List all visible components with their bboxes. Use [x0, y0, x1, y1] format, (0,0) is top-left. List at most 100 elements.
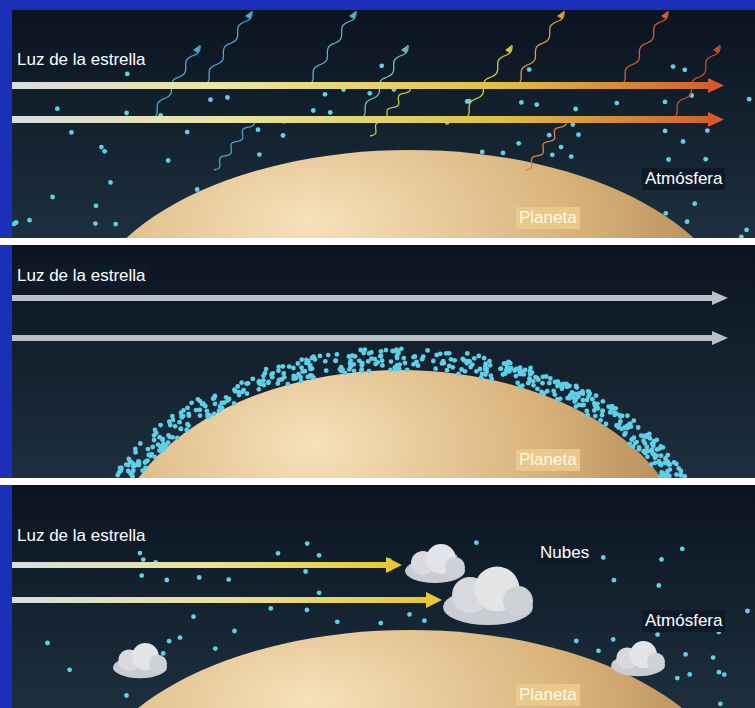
atmosphere-particle [504, 361, 509, 366]
atmosphere-particle [722, 672, 727, 677]
atmosphere-particle [146, 453, 151, 458]
atmosphere-particle [744, 228, 749, 233]
atmosphere-particle [189, 400, 194, 405]
atmosphere-particle [358, 348, 363, 353]
atmosphere-particle [614, 411, 619, 416]
atmosphere-particle [512, 368, 517, 373]
atmosphere-particle [152, 438, 157, 443]
atmosphere-particle [612, 578, 617, 583]
atmosphere-particle [585, 413, 590, 418]
atmosphere-particle [291, 366, 296, 371]
atmosphere-particle [244, 381, 249, 386]
atmosphere-particle [217, 408, 222, 413]
atmosphere-particle [480, 150, 485, 155]
atmosphere-particle [682, 67, 687, 72]
atmosphere-particle [555, 384, 560, 389]
atmosphere-particle [584, 409, 589, 414]
atmosphere-particle [519, 100, 524, 105]
atmosphere-particle [318, 354, 323, 359]
scattered-light-wave [370, 86, 410, 136]
atmosphere-particle [683, 652, 688, 657]
atmosphere-particle [623, 431, 628, 436]
atmosphere-particle [568, 393, 573, 398]
atmosphere-particle [137, 460, 142, 465]
atmosphere-particle [592, 401, 597, 406]
atmosphere-particle [528, 365, 533, 370]
atmosphere-particle [668, 467, 673, 472]
atmosphere-particle [587, 391, 592, 396]
atmosphere-particle [378, 354, 383, 359]
atmosphere-particle [213, 401, 218, 406]
atmosphere-particle [617, 422, 622, 427]
atmosphere-particle [212, 411, 217, 416]
atmosphere-particle [27, 218, 32, 223]
atmosphere-particle [177, 420, 182, 425]
atmosphere-particle [516, 141, 521, 146]
atmosphere-particle [542, 391, 547, 396]
atmosphere-particle [138, 551, 143, 556]
atmosphere-particle [678, 473, 683, 478]
atmosphere-particle [264, 367, 269, 372]
atmosphere-particle [305, 608, 310, 613]
atmosphere-particle [291, 376, 296, 381]
atmosphere-particle [653, 455, 658, 460]
atmosphere-particle [551, 389, 556, 394]
atmosphere-particle [303, 569, 308, 574]
atmosphere-particle [514, 374, 519, 379]
atmosphere-particle [499, 366, 504, 371]
atmosphere-particle [687, 672, 692, 677]
planet-label: Planeta [516, 684, 580, 706]
atmosphere-particle [541, 374, 546, 379]
atmosphere-particle [655, 632, 660, 637]
atmosphere-particle [465, 351, 470, 356]
atmosphere-particle [655, 447, 660, 452]
atmosphere-particle [680, 547, 685, 552]
atmosphere-particle [379, 354, 384, 359]
atmosphere-particle [359, 367, 364, 372]
atmosphere-particle [636, 425, 641, 430]
atmosphere-particle [682, 474, 687, 478]
atmosphere-particle [194, 408, 199, 413]
planet-label: Planeta [516, 207, 580, 229]
atmosphere-particle [644, 435, 649, 440]
atmosphere-particle [124, 111, 129, 116]
atmosphere-particle [681, 139, 686, 144]
atmosphere-particle [266, 379, 271, 384]
atmosphere-particle [663, 100, 668, 105]
wave-arrowhead [713, 45, 720, 53]
atmosphere-particle [518, 384, 523, 389]
atmosphere-particle [326, 353, 331, 358]
atmosphere-particle [299, 357, 304, 362]
atmosphere-particle [479, 375, 484, 380]
atmosphere-particle [488, 373, 493, 378]
atmosphere-particle [674, 472, 679, 477]
atmosphere-particle [517, 370, 522, 375]
atmosphere-particle [645, 454, 650, 459]
atmosphere-particle [671, 64, 676, 69]
atmosphere-particle [261, 378, 266, 383]
atmosphere-particle [257, 379, 262, 384]
atmosphere-particle [389, 359, 394, 364]
atmosphere-particle [433, 366, 438, 371]
atmosphere-particle [164, 578, 169, 583]
atmosphere-particle [250, 377, 255, 382]
atmosphere-particle [388, 367, 393, 372]
atmosphere-particle [348, 358, 353, 363]
atmosphere-particle [394, 366, 399, 371]
atmosphere-particle [275, 381, 280, 386]
atmosphere-particle [256, 127, 261, 132]
atmosphere-particle [556, 379, 561, 384]
atmosphere-particle [160, 437, 165, 442]
atmosphere-particle [431, 359, 436, 364]
atmosphere-particle [627, 441, 632, 446]
atmosphere-particle [482, 356, 487, 361]
atmosphere-particle [679, 469, 684, 474]
atmosphere-particle [379, 349, 384, 354]
atmosphere-particle [601, 555, 606, 560]
atmosphere-particle [187, 413, 192, 418]
atmosphere-particle [634, 440, 639, 445]
atmosphere-particle [478, 367, 483, 372]
atmosphere-particle [425, 348, 430, 353]
atmosphere-particle [102, 149, 107, 154]
atmosphere-particle [287, 364, 292, 369]
